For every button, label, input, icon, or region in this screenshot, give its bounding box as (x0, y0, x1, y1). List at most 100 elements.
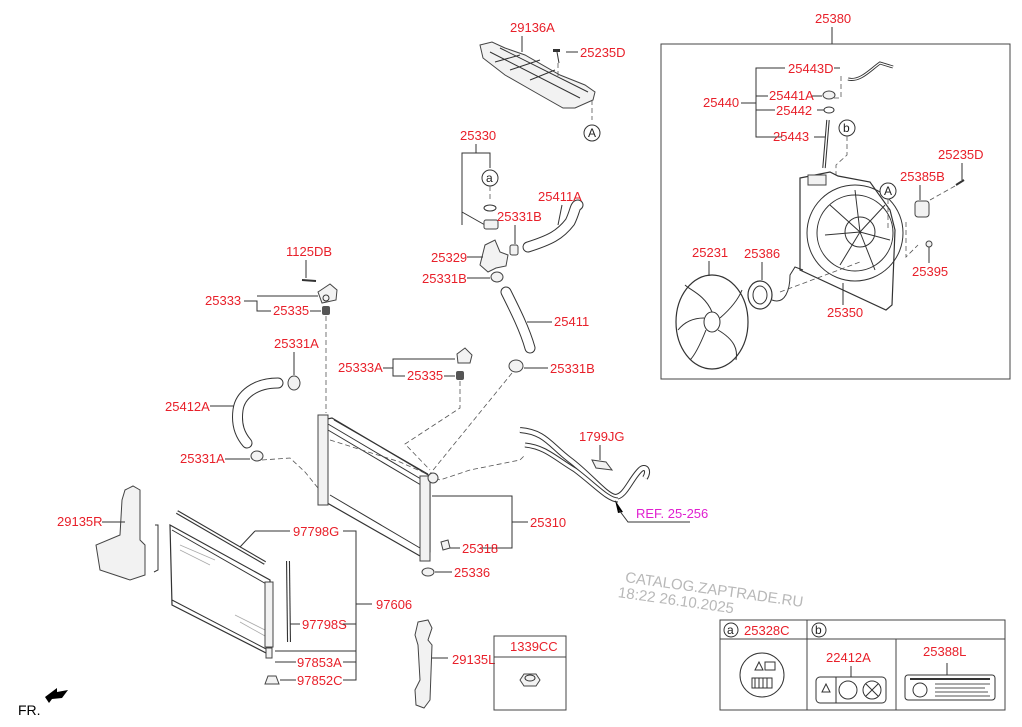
label-25335-1[interactable]: 25335 (273, 303, 309, 318)
label-25411[interactable]: 25411 (554, 314, 589, 329)
label-25331B-2[interactable]: 25331B (422, 271, 467, 286)
seal-97798G (175, 510, 267, 565)
seal-97798S (286, 560, 291, 643)
screw-25235D-top (553, 49, 560, 64)
callout-b-text: b (843, 121, 850, 135)
cap-25441A (822, 90, 836, 100)
callout-A-right-text: A (884, 184, 892, 198)
label-25330[interactable]: 25330 (460, 128, 496, 143)
label-25329[interactable]: 25329 (431, 250, 467, 265)
label-29136A[interactable]: 29136A (510, 20, 555, 35)
thermostat-housing-25329 (479, 239, 509, 273)
bracket-25333 (317, 283, 338, 304)
cap-97852C (264, 675, 280, 685)
label-25318[interactable]: 25318 (462, 541, 498, 556)
part-box-1339CC (493, 635, 567, 711)
bolt-1125DB (301, 279, 317, 282)
legend-b-marker: b (815, 623, 822, 637)
label-25235D-right[interactable]: 25235D (938, 147, 984, 162)
ref-25-256[interactable]: REF. 25-256 (636, 506, 708, 521)
clamp-25331A-2 (250, 450, 264, 462)
legend-22412A[interactable]: 22412A (826, 650, 871, 665)
label-25331B-3[interactable]: 25331B (550, 361, 595, 376)
label-25442[interactable]: 25442 (776, 103, 812, 118)
label-25333[interactable]: 25333 (205, 293, 241, 308)
clip-1799JG (591, 459, 614, 471)
label-25336[interactable]: 25336 (454, 565, 490, 580)
callout-A-top-text: A (588, 126, 596, 140)
hose-25412A (232, 377, 284, 449)
label-1339CC[interactable]: 1339CC (510, 639, 558, 654)
clamp-25331B-3 (508, 359, 524, 373)
hose-25411A (522, 199, 584, 253)
air-guard-29135R (95, 485, 159, 581)
air-guard-29135L (414, 619, 433, 709)
oil-cooler-pipes (519, 427, 651, 503)
label-25412A[interactable]: 25412A (165, 399, 210, 414)
label-25331A-1[interactable]: 25331A (274, 336, 319, 351)
label-25350[interactable]: 25350 (827, 305, 863, 320)
insulator-25335-1 (322, 306, 330, 315)
caution-label-25328C (739, 652, 785, 698)
front-arrow-icon (45, 688, 68, 703)
label-25395[interactable]: 25395 (912, 264, 948, 279)
front-indicator-label: FR. (18, 702, 41, 718)
callout-a-text: a (486, 171, 493, 185)
insulator-25335-2 (456, 371, 464, 380)
label-25440[interactable]: 25440 (703, 95, 739, 110)
label-25333A[interactable]: 25333A (338, 360, 383, 375)
label-25411A[interactable]: 25411A (538, 189, 582, 204)
ref-arrow (615, 500, 690, 523)
warning-label-25388L (904, 674, 996, 701)
label-25441A[interactable]: 25441A (769, 88, 814, 103)
label-25380[interactable]: 25380 (815, 11, 851, 26)
o-ring-25442 (823, 106, 835, 114)
label-25310[interactable]: 25310 (530, 515, 566, 530)
label-25331A-2[interactable]: 25331A (180, 451, 225, 466)
fan-assembly-box (660, 43, 1011, 380)
condenser-97606 (169, 523, 274, 659)
label-97798S[interactable]: 97798S (302, 617, 347, 632)
cap-25330 (483, 219, 499, 230)
fan-shroud-25350 (799, 171, 904, 311)
mount-25336 (421, 567, 435, 577)
label-25335-2[interactable]: 25335 (407, 368, 443, 383)
label-1125DB[interactable]: 1125DB (286, 244, 332, 259)
label-97852C[interactable]: 97852C (297, 673, 343, 688)
label-97606[interactable]: 97606 (376, 597, 412, 612)
resistor-25385B (914, 200, 930, 218)
clamp-25331B-1 (509, 244, 519, 256)
fan-motor-25386 (747, 266, 804, 310)
watermark: CATALOG.ZAPTRADE.RU 18:22 26.10.2025 (617, 569, 804, 617)
label-25443[interactable]: 25443 (773, 129, 809, 144)
label-1799JG[interactable]: 1799JG (579, 429, 625, 444)
reservoir-pipe-25443 (822, 119, 830, 169)
radiator-outlet-cap (427, 472, 439, 484)
screw-25235D-right (955, 179, 965, 186)
radiator-25310 (317, 414, 431, 562)
label-25331B-1[interactable]: 25331B (497, 209, 542, 224)
warning-label-22412A (815, 676, 887, 704)
label-29135R[interactable]: 29135R (57, 514, 103, 529)
legend-25388L[interactable]: 25388L (923, 644, 966, 659)
label-25385B[interactable]: 25385B (900, 169, 945, 184)
overflow-hose-25443D (847, 61, 894, 81)
bracket-25333A (456, 347, 473, 364)
label-25235D-top[interactable]: 25235D (580, 45, 626, 60)
label-25231[interactable]: 25231 (692, 245, 728, 260)
legend-25328C[interactable]: 25328C (744, 623, 790, 638)
label-97853A[interactable]: 97853A (297, 655, 342, 670)
nut-1339CC (519, 673, 541, 687)
clamp-25331B-2 (490, 271, 504, 283)
label-25443D[interactable]: 25443D (788, 61, 834, 76)
callout-A-top (583, 124, 601, 142)
air-guard-top-29136A (479, 41, 596, 109)
clamp-25331A-1 (287, 375, 301, 391)
legend-a-marker: a (727, 623, 734, 637)
label-29135L[interactable]: 29135L (452, 652, 495, 667)
label-97798G[interactable]: 97798G (293, 524, 339, 539)
label-25386[interactable]: 25386 (744, 246, 780, 261)
bolt-25395 (925, 240, 933, 248)
label-legend-table (719, 619, 1006, 711)
